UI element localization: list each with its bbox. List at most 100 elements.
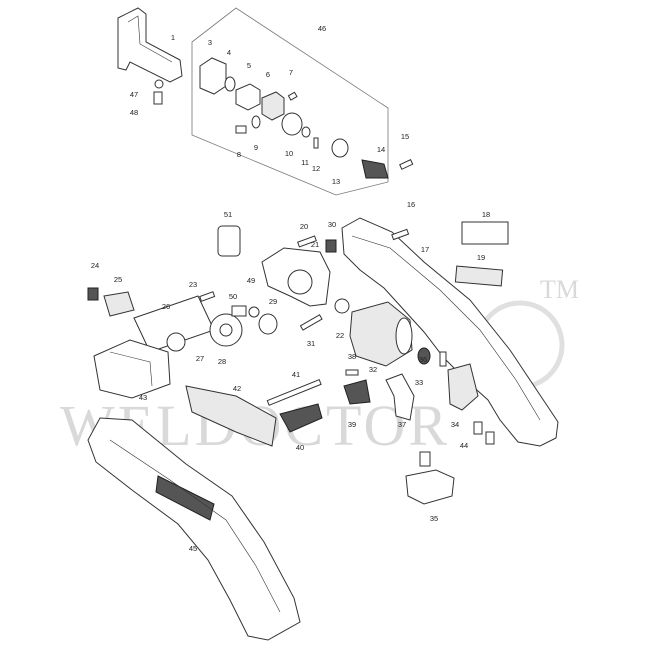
part-7-pin [287,91,298,101]
part-label-39: 39 [348,420,356,429]
part-48-screw [153,91,163,105]
part-label-24: 24 [91,261,99,270]
part-37-trigger [385,373,415,421]
part-label-23: 23 [189,280,197,289]
part-3-sleeve [199,57,227,95]
part-label-25: 25 [114,275,122,284]
part-label-11: 11 [301,158,309,167]
part-20-screw [297,235,317,248]
part-29-bearing [258,313,278,335]
part-label-26: 26 [162,302,170,311]
part-50-pin [231,305,247,317]
part-label-49: 49 [247,276,255,285]
part-label-35: 35 [430,514,438,523]
part-47-washer [154,79,164,89]
part-label-13: 13 [332,177,340,186]
part-label-18: 18 [482,210,490,219]
part-label-40: 40 [296,443,304,452]
watermark-tm: TM [540,275,579,304]
part-41-rod [266,379,322,406]
part-label-14: 14 [377,145,385,154]
part-51-gasket [217,225,241,257]
part-13-oring [331,138,349,158]
part-label-42: 42 [233,384,241,393]
part-15-screw [399,158,414,170]
part-label-5: 5 [247,61,251,70]
part-label-36: 36 [419,355,427,364]
part-label-3: 3 [208,38,212,47]
part-label-33: 33 [415,378,423,387]
part-19-label [454,265,504,287]
part-34-switch [447,363,479,411]
part-30-connector [325,239,337,253]
part-25-block [103,291,135,317]
part-label-31: 31 [307,339,315,348]
part-label-8: 8 [237,150,241,159]
part-label-46: 46 [318,24,326,33]
part-label-51: 51 [224,210,232,219]
part-label-29: 29 [269,297,277,306]
part-label-48: 48 [130,108,138,117]
part-label-6: 6 [266,70,270,79]
part-label-22: 22 [336,331,344,340]
part-32-motor [349,301,413,367]
part-label-37: 37 [398,420,406,429]
part-label-30: 30 [328,220,336,229]
part-label-19: 19 [477,253,485,262]
part-label-17: 17 [421,245,429,254]
part-33-brush [439,351,447,367]
part-label-20: 20 [300,222,308,231]
subassembly-outline [191,7,389,196]
part-label-44: 44 [460,441,468,450]
part-label-43: 43 [139,393,147,402]
part-18-label [461,221,509,245]
part-label-7: 7 [289,68,293,77]
part-label-41: 41 [292,370,300,379]
part-label-32: 32 [369,365,377,374]
part-17-housing-half [341,217,559,447]
part-label-27: 27 [196,354,204,363]
part-40-lever [279,403,323,433]
part-27-pinion [166,332,186,352]
part-label-4: 4 [227,48,231,57]
part-4-ring [224,76,236,92]
part-44-terminals [419,421,495,467]
part-22-oring [334,298,350,314]
part-label-9: 9 [254,143,258,152]
part-label-47: 47 [130,90,138,99]
part-label-21: 21 [311,240,319,249]
part-24-clip [87,287,99,301]
part-label-1: 1 [171,33,175,42]
part-label-12: 12 [312,164,320,173]
part-label-50: 50 [229,292,237,301]
part-12-pin [313,137,319,149]
part-11-ring [301,126,311,138]
part-8-screw [235,125,247,134]
part-label-34: 34 [451,420,459,429]
part-43-blade-clamp [93,339,171,399]
part-label-45: 45 [189,544,197,553]
part-42-bracket [185,385,277,447]
part-31-pin [299,314,323,331]
part-23-screw [199,291,216,302]
part-label-10: 10 [285,149,293,158]
part-39-lock [343,379,371,405]
part-label-16: 16 [407,200,415,209]
part-6-bushing [261,91,285,121]
part-label-28: 28 [218,357,226,366]
part-label-38: 38 [348,352,356,361]
part-38-spring [345,369,359,376]
part-14-lever [361,159,389,179]
part-49-washer [248,306,260,318]
part-5-holder [235,83,261,111]
part-9-spring [251,115,261,129]
part-label-15: 15 [401,132,409,141]
part-16-screw [391,228,410,241]
part-10-cap [281,112,303,136]
part-45-housing-half [87,417,301,641]
part-35-cap [405,469,455,505]
part-36-fan [417,347,431,365]
part-1-bracket [117,7,183,83]
